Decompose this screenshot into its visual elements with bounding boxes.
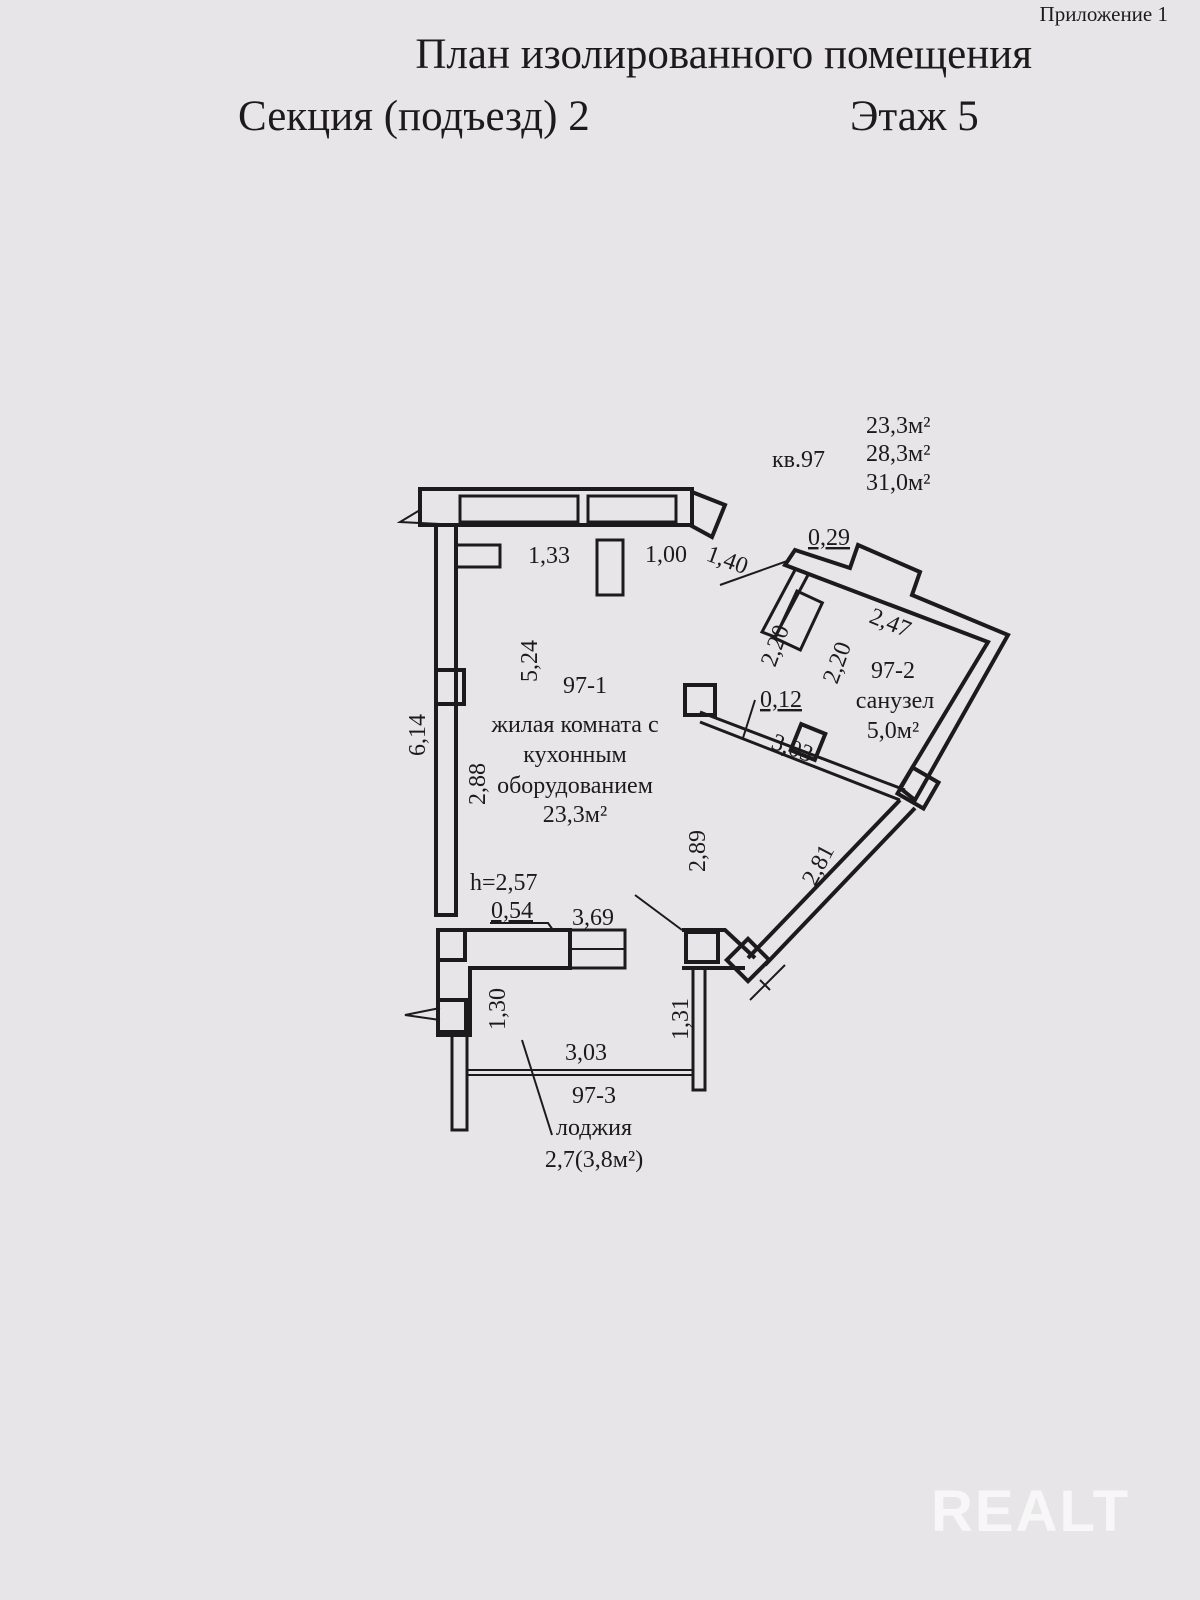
window xyxy=(586,494,678,524)
room-97-3-name: лоджия xyxy=(556,1115,632,1141)
dimension: 1,40 xyxy=(703,541,751,580)
column xyxy=(894,764,942,812)
walls xyxy=(396,487,1011,1136)
room-97-1-area: 23,3м² xyxy=(543,802,607,828)
left-wall xyxy=(434,523,458,917)
room-97-3-id: 97-3 xyxy=(572,1083,616,1109)
bathroom-wall xyxy=(781,542,1011,804)
column xyxy=(723,935,773,985)
leader-line xyxy=(521,1039,553,1136)
leader-line xyxy=(634,894,683,931)
dimension: 2,20 xyxy=(818,639,857,687)
realt-watermark-logo: REALT xyxy=(930,1479,1130,1544)
room-97-2-area: 5,0м² xyxy=(867,718,919,744)
dimension: 2,89 xyxy=(685,830,711,872)
dimension: 0,54 xyxy=(491,898,533,924)
dimension: 3,69 xyxy=(572,905,614,931)
room-97-3-area: 2,7(3,8м²) xyxy=(545,1147,643,1173)
dimension: 5,24 xyxy=(517,640,543,682)
column xyxy=(684,930,720,964)
break-mark xyxy=(396,509,441,525)
room-97-1-name: кухонным xyxy=(523,742,626,768)
dimension: 0,12 xyxy=(760,687,802,713)
break-mark xyxy=(404,1007,441,1021)
dimension: 6,14 xyxy=(405,714,431,756)
page-title: План изолированного помещения xyxy=(415,31,1032,78)
column xyxy=(434,668,466,706)
loggia-wall xyxy=(450,1033,469,1132)
leader-line xyxy=(719,559,791,586)
floor-label: Этаж 5 xyxy=(850,93,979,140)
total-area-2: 28,3м² xyxy=(866,441,930,467)
appendix-label: Приложение 1 xyxy=(1039,2,1168,26)
total-area-3: 31,0м² xyxy=(866,470,930,496)
leader-line xyxy=(742,699,756,739)
column xyxy=(436,928,467,962)
dimension: 1,33 xyxy=(528,543,570,569)
column xyxy=(436,998,468,1034)
partition xyxy=(699,710,906,802)
loggia-rail xyxy=(467,1069,693,1076)
top-wall xyxy=(418,487,694,527)
room-97-1-id: 97-1 xyxy=(563,673,607,699)
corner-wall xyxy=(689,490,728,540)
room-97-2-id: 97-2 xyxy=(871,658,915,684)
column xyxy=(788,721,828,763)
dimension: 1,30 xyxy=(485,988,511,1030)
right-lower-wall xyxy=(746,798,917,967)
dimension: 3,03 xyxy=(768,729,816,768)
leader-line xyxy=(490,922,554,931)
dimension: 2,81 xyxy=(797,841,840,890)
dimension: 1,00 xyxy=(645,542,687,568)
dimension: 0,29 xyxy=(808,525,850,551)
kitchen-appliance-icon xyxy=(595,538,625,597)
room-97-1-name: оборудованием xyxy=(497,773,653,799)
column xyxy=(683,683,717,717)
ceiling-height: h=2,57 xyxy=(470,870,538,896)
dimension: 3,03 xyxy=(565,1040,607,1066)
apartment-label: кв.97 xyxy=(772,447,825,473)
total-area-1: 23,3м² xyxy=(866,413,930,439)
break-mark xyxy=(749,964,786,1001)
room-97-1-name: жилая комната с xyxy=(490,712,658,738)
dimension: 2,88 xyxy=(465,763,491,805)
loggia-post xyxy=(691,966,707,1092)
room-97-2-name: санузел xyxy=(856,688,935,714)
sink-icon xyxy=(773,589,825,652)
dimension: 1,31 xyxy=(668,998,694,1040)
section-label: Секция (подъезд) 2 xyxy=(238,93,590,140)
window xyxy=(458,494,580,524)
fixture xyxy=(456,543,502,569)
